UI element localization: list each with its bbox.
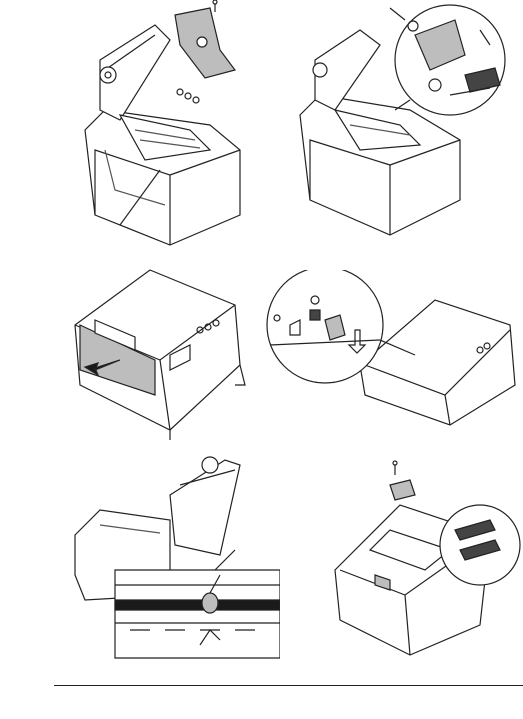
illustration-panel-magnified-guide-slot (290, 0, 523, 250)
footer-rule (54, 685, 523, 686)
illustration-panel-bottom-screw-pads (330, 455, 523, 660)
illustration-panel-cleaning-swab (60, 445, 280, 660)
illustration-panel-magnified-paper-guide (265, 270, 523, 440)
illustration-panel-closed-cover-arrow (60, 265, 260, 440)
illustration-panel-open-cover-remove-guide (60, 0, 260, 250)
